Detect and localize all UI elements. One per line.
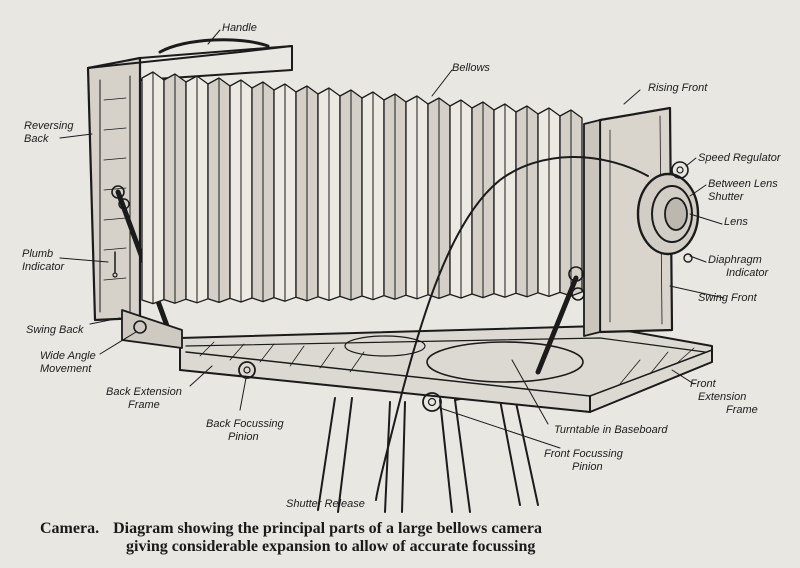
- lens-assembly: [636, 161, 700, 263]
- label-between-lens-shutter-2: Shutter: [708, 191, 744, 203]
- label-bellows: Bellows: [452, 62, 490, 74]
- figure-caption: Camera. Diagram showing the principal par…: [40, 520, 780, 556]
- baseboard: [179, 325, 713, 413]
- caption-lead: Camera.: [40, 520, 100, 537]
- label-wide-angle-movement-2: Movement: [40, 363, 92, 375]
- tripod: [317, 394, 539, 513]
- front-focussing-pinion: [422, 392, 442, 412]
- label-back-focussing-pinion-1: Back Focussing: [206, 418, 284, 430]
- bellows: [141, 71, 583, 305]
- label-plumb-indicator-1: Plumb: [22, 248, 54, 260]
- label-turntable-in-baseboard: Turntable in Baseboard: [554, 424, 668, 436]
- label-front-focussing-pinion-2: Pinion: [572, 461, 603, 473]
- label-front-extension-frame-1: Front: [690, 378, 716, 390]
- label-back-extension-frame-1: Back Extension: [106, 386, 182, 398]
- label-handle: Handle: [222, 22, 257, 34]
- swing-front-strut: [535, 275, 579, 375]
- label-diaphragm-indicator-1: Diaphragm: [708, 254, 762, 266]
- lens: [664, 197, 688, 231]
- label-back-focussing-pinion-2: Pinion: [228, 431, 259, 443]
- label-between-lens-shutter-1: Between Lens: [708, 178, 778, 190]
- diaphragm-indicator: [683, 253, 693, 263]
- label-rising-front: Rising Front: [648, 82, 708, 94]
- handle: [158, 38, 270, 54]
- label-front-extension-frame-2: Extension: [698, 391, 747, 403]
- caption-line-2: giving considerable expansion to allow o…: [126, 538, 536, 555]
- back-focussing-pinion: [238, 361, 256, 379]
- label-reversing-back-2: Back: [24, 133, 49, 145]
- label-front-focussing-pinion-1: Front Focussing: [544, 448, 623, 460]
- turntable: [426, 341, 584, 383]
- label-back-extension-frame-2: Frame: [128, 399, 160, 411]
- shutter-release-cable: [375, 156, 649, 501]
- label-lens: Lens: [724, 216, 748, 228]
- label-speed-regulator: Speed Regulator: [698, 152, 781, 164]
- caption-line-1: Diagram showing the principal parts of a…: [113, 520, 542, 537]
- label-plumb-indicator-2: Indicator: [22, 261, 65, 273]
- leader-lines: [59, 29, 725, 449]
- speed-regulator: [671, 161, 689, 179]
- reversing-back: [86, 38, 293, 349]
- label-swing-front: Swing Front: [698, 292, 757, 304]
- wide-angle-movement: [133, 320, 147, 334]
- label-shutter-release: Shutter Release: [286, 498, 365, 510]
- label-reversing-back-1: Reversing: [24, 120, 74, 132]
- label-swing-back: Swing Back: [26, 324, 84, 336]
- label-diaphragm-indicator-2: Indicator: [726, 267, 769, 279]
- label-wide-angle-movement-1: Wide Angle: [40, 350, 96, 362]
- label-front-extension-frame-3: Frame: [726, 404, 758, 416]
